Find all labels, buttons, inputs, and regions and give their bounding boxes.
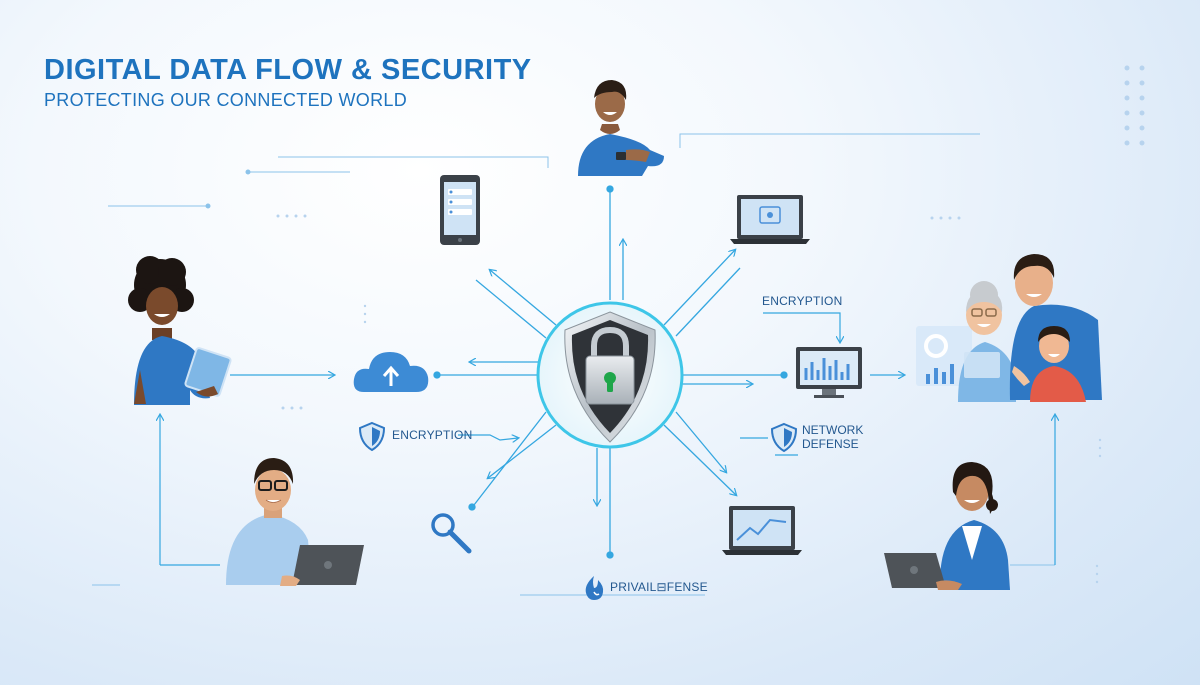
person-family-group [916, 254, 1102, 402]
decorative-lines [92, 133, 1055, 596]
person-connectors [160, 312, 1055, 566]
cloud-upload-icon [353, 352, 429, 392]
fire-shield-icon [585, 576, 604, 600]
smartphone-icon [440, 175, 480, 245]
shield-lock-icon [536, 301, 684, 449]
network-defense-label: NETWORK DEFENSE [802, 423, 863, 451]
person-left-woman [128, 256, 232, 405]
network-defense-line1: NETWORK [802, 423, 864, 437]
person-bottom-right-woman [884, 462, 1010, 590]
laptop-icon [730, 195, 810, 244]
search-icon [431, 513, 472, 554]
page-title: DIGITAL DATA FLOW & SECURITY [44, 54, 532, 86]
hub-connectors [433, 185, 788, 559]
person-top-man [578, 80, 664, 176]
shield-icon [358, 421, 386, 452]
network-defense-line2: DEFENSE [802, 437, 859, 451]
shield-icon [770, 422, 798, 453]
encryption-label-right: ENCRYPTION [762, 294, 843, 308]
encryption-label-left: ENCRYPTION [392, 428, 473, 442]
privacy-defense-label: PRIVAIL⊟FENSE [610, 580, 708, 594]
page-subtitle: PROTECTING OUR CONNECTED WORLD [44, 90, 408, 110]
person-bottom-left-man [226, 458, 364, 586]
decorative-dots [276, 65, 1145, 584]
laptop-chart-icon [722, 506, 802, 555]
monitor-chart-icon [796, 347, 862, 398]
